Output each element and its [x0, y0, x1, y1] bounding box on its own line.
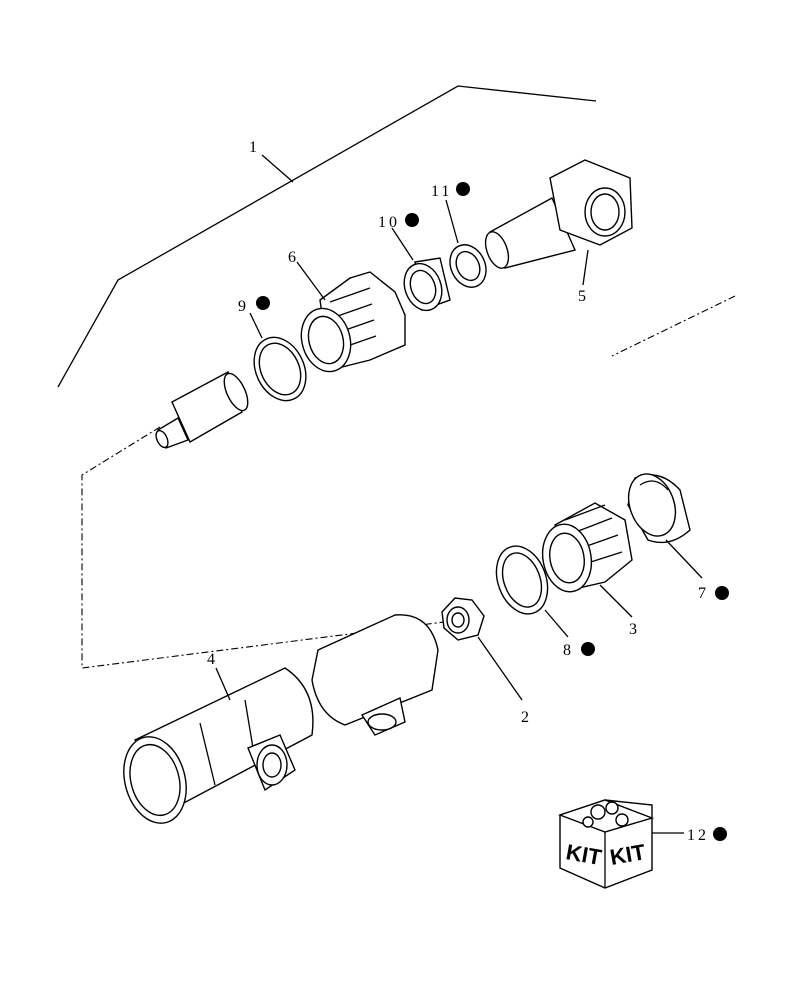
part-2-nut	[441, 597, 485, 641]
callout-12: 12	[687, 827, 709, 844]
callout-10: 10	[378, 214, 400, 231]
leader-line-6	[296, 261, 326, 301]
kit-label-right: KIT	[608, 839, 648, 870]
part-5-rod-eye	[484, 159, 633, 269]
leader-line-7	[665, 539, 703, 579]
callout-1: 1	[249, 139, 260, 156]
part-7-split-ring	[627, 473, 691, 544]
part-8-ring	[495, 545, 549, 615]
centerline-path	[81, 426, 461, 669]
kit-included-markers	[256, 182, 729, 841]
leader-line-9	[249, 312, 263, 339]
callout-8: 8	[563, 642, 574, 659]
part-6-gland	[300, 271, 406, 373]
kit-label-left: KIT	[564, 839, 604, 870]
part-3-piston	[541, 502, 633, 593]
centerline-upper	[611, 295, 736, 357]
part-10-ring	[403, 257, 451, 312]
leader-line-8	[544, 609, 569, 638]
part-4-cylinder	[123, 614, 439, 824]
kit-dot-11	[456, 182, 470, 196]
leader-line-4	[215, 667, 231, 701]
callout-5: 5	[578, 288, 589, 305]
leader-line-2	[477, 636, 523, 701]
leader-line-5	[582, 249, 589, 286]
callout-6: 6	[288, 249, 299, 266]
leader-line-11	[445, 199, 459, 244]
part-9-ring	[253, 336, 307, 402]
assembly-bracket	[57, 85, 597, 388]
part-11-ring	[449, 244, 487, 288]
callout-2: 2	[521, 709, 532, 726]
leader-line-3	[599, 584, 633, 618]
kit-dot-7	[715, 586, 729, 600]
callout-3: 3	[629, 621, 640, 638]
piston-rod	[155, 370, 249, 449]
callout-11: 11	[431, 183, 452, 200]
callout-9: 9	[238, 298, 249, 315]
kit-dot-9	[256, 296, 270, 310]
leader-line-1	[261, 154, 294, 183]
callout-4: 4	[207, 651, 218, 668]
callout-7: 7	[698, 585, 709, 602]
kit-dot-8	[581, 642, 595, 656]
kit-dot-12	[713, 827, 727, 841]
kit-dot-10	[405, 213, 419, 227]
callout-labels: 1 2 3 4 5 6 7 8 9 10 11 12	[207, 139, 709, 844]
kit-box-12: KIT KIT	[557, 799, 655, 889]
leader-line-10	[391, 227, 414, 261]
